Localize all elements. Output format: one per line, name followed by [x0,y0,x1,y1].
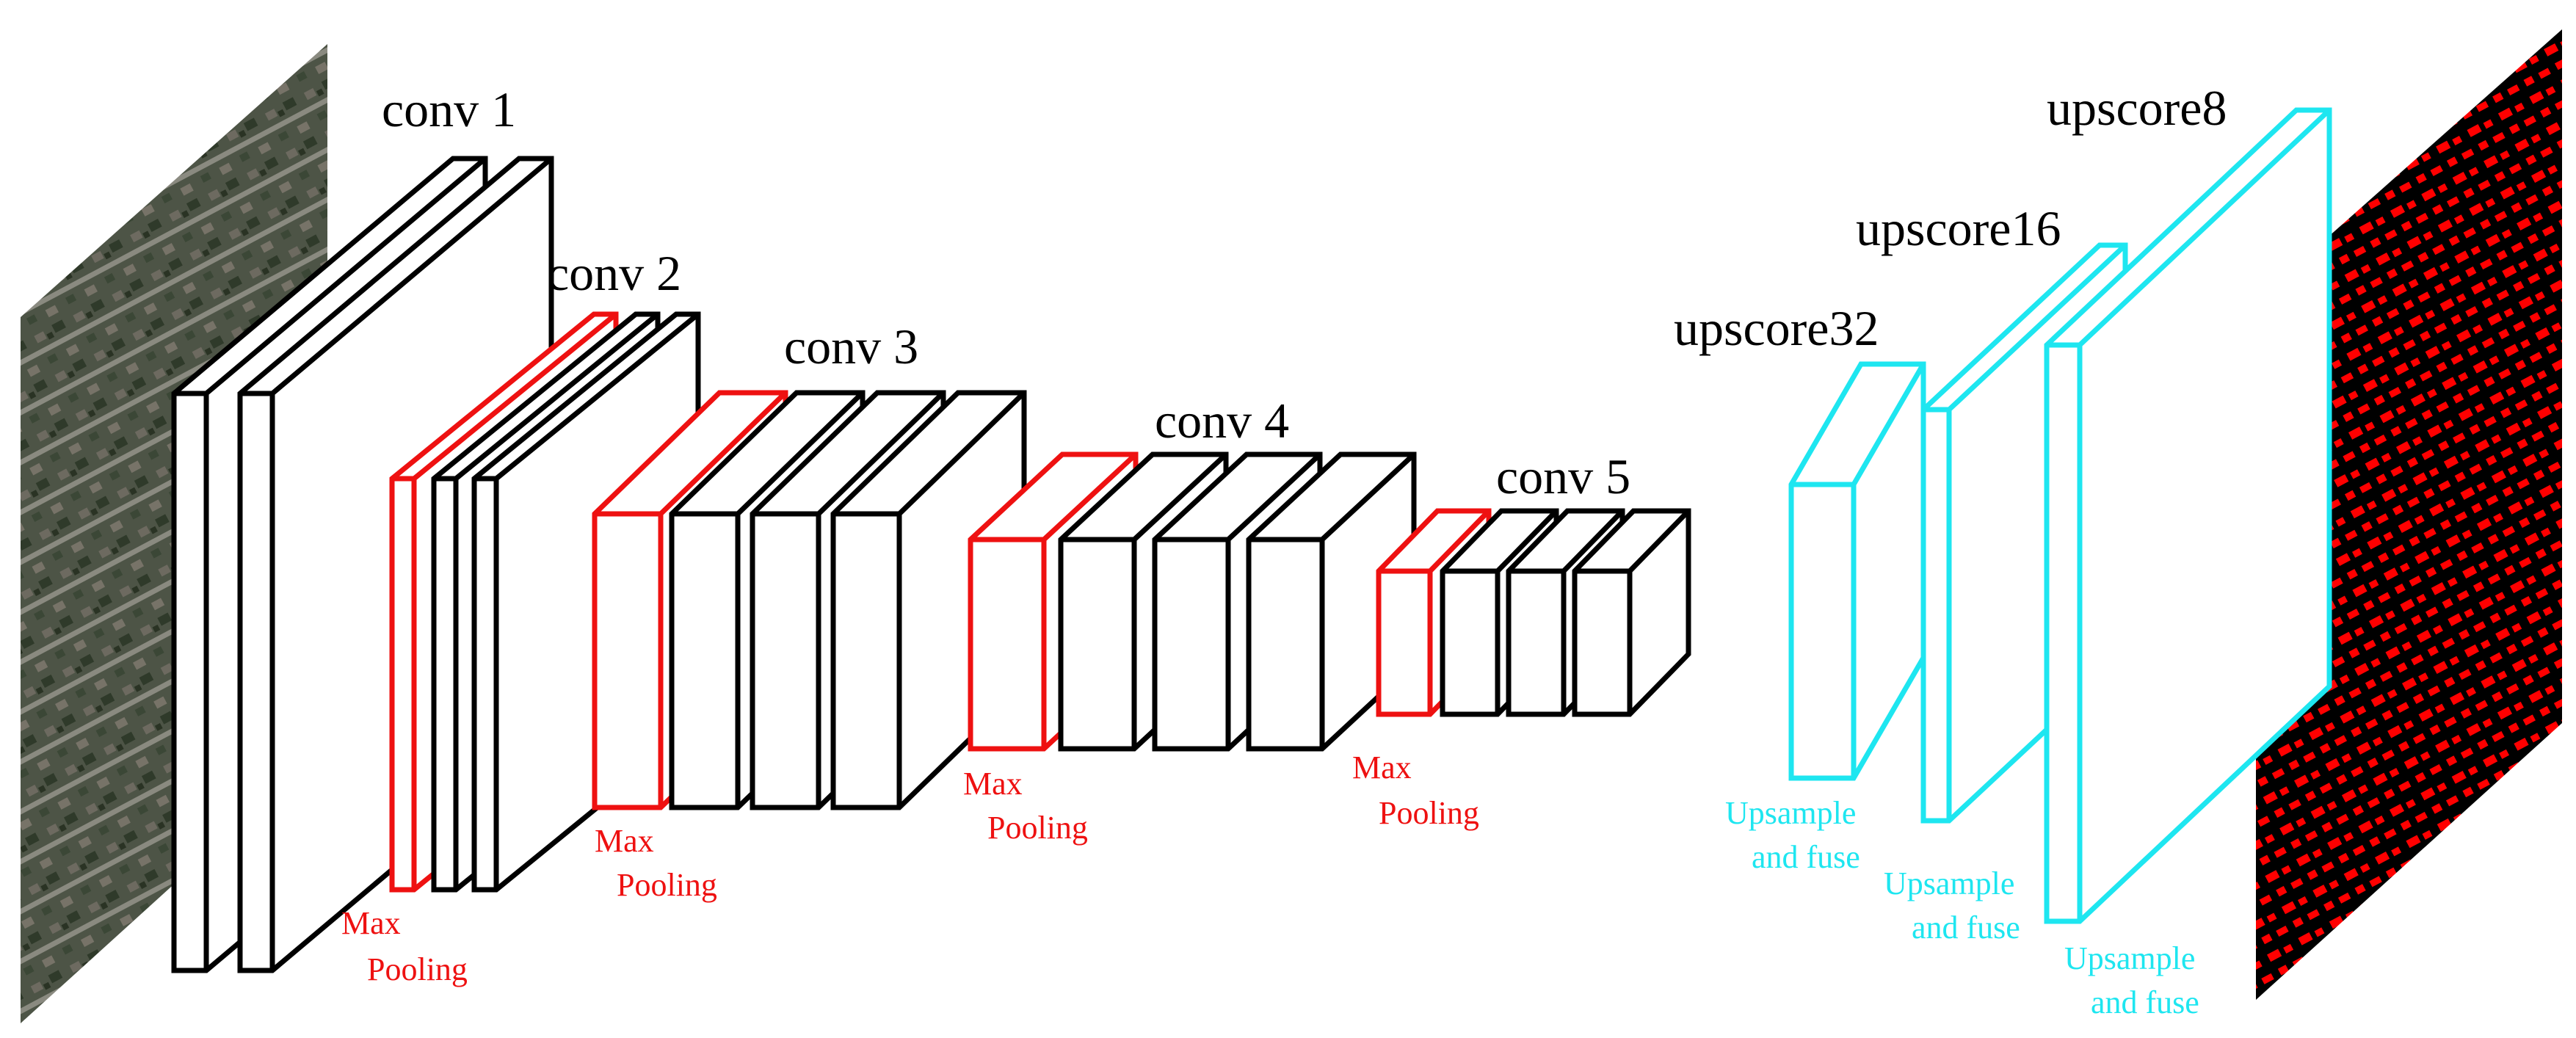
conv4-block-1-edges [1061,452,1228,749]
upscore32-block-outline [1788,361,1926,781]
conv1-label: conv 1 [382,81,516,137]
output-segmentation-mask [2256,29,2562,1000]
pool2-label-line2: Pooling [617,867,717,903]
pool3-label-line2: Pooling [987,810,1088,846]
segmentation-mask-icon [2256,29,2562,1000]
conv5-block-1-edges [1443,509,1559,714]
conv2-block-1-edges [434,312,660,890]
pool1-block-edges [392,312,618,890]
conv2-block-2-edges [474,312,700,890]
conv1-block-2-edges [240,156,554,970]
conv3-block-3-edges [833,391,1026,807]
pool1-label-line2: Pooling [367,951,468,987]
conv5-label: conv 5 [1496,449,1630,504]
conv4-block-3 [1246,451,1417,752]
conv3-block-1-edges [672,391,865,807]
upscore16-block-edges [1923,243,2127,821]
conv5-block-2-edges [1509,509,1625,714]
fuse2-label-line2: and fuse [1912,910,2020,946]
pool4-label-line2: Pooling [1379,795,1479,831]
upscore8-block [2044,107,2332,924]
conv5-block-3-edges [1575,509,1691,714]
pool4-block-edges [1379,509,1491,714]
pool3-label-line1: Max [963,766,1023,802]
conv3-label: conv 3 [784,319,918,374]
fuse1-label-line1: Upsample [1725,795,1856,831]
upscore32-label: upscore32 [1674,300,1879,356]
conv4-block-3-edges [1249,452,1416,749]
pool3-block-edges [970,452,1138,749]
conv1-block-1-edges [174,156,487,970]
conv5-block-3 [1572,508,1691,717]
layer-blocks [171,107,2332,973]
pool4-label-line1: Max [1352,750,1412,785]
labels: conv 1 conv 2 conv 3 conv 4 conv 5 upsco… [341,80,2227,1020]
fuse3-label-line2: and fuse [2091,984,2199,1020]
conv3-block-2-edges [752,391,946,807]
upscore8-label: upscore8 [2047,80,2227,136]
fuse1-label-line2: and fuse [1752,839,1860,875]
upscore32-block-edges [1791,363,1926,778]
conv2-label: conv 2 [547,245,681,301]
fuse3-label-line1: Upsample [2064,940,2195,976]
pool2-label-line1: Max [595,823,654,859]
conv4-block-2-edges [1155,452,1322,749]
upscore8-block-edges [2047,108,2332,921]
pool2-block-edges [595,391,788,807]
upscore16-label: upscore16 [1856,200,2061,256]
upscore32-block [1788,361,1926,781]
pool1-label-line1: Max [341,905,401,941]
fuse2-label-line1: Upsample [1884,865,2014,901]
conv4-label: conv 4 [1155,393,1289,449]
